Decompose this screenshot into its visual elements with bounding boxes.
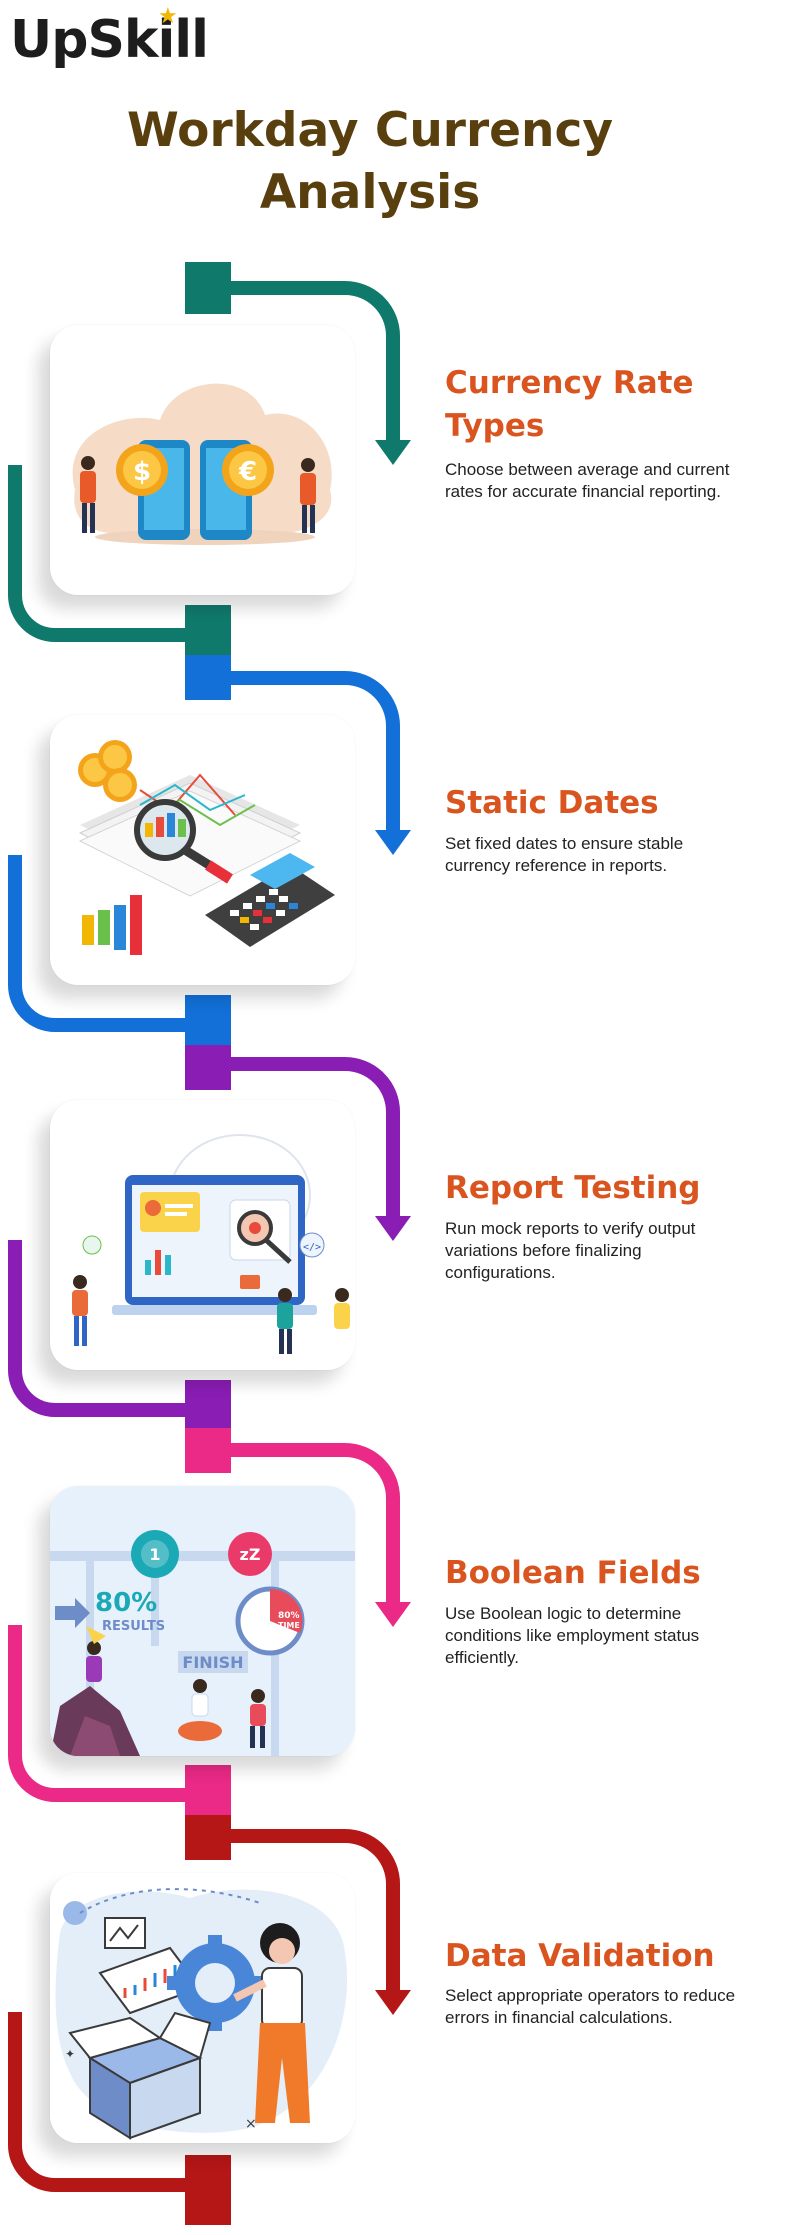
block-4-bottom bbox=[185, 1765, 231, 1815]
step-4-card: 1 zZ 80% RESULTS 80% TIME FINISH bbox=[50, 1486, 355, 1756]
report-calculator-icon bbox=[78, 740, 335, 955]
block-1-bottom bbox=[185, 605, 231, 655]
step-5-description: Select appropriate operators to reduce e… bbox=[445, 1986, 736, 2027]
step-4-description: Use Boolean logic to determine condition… bbox=[445, 1604, 700, 1667]
step-5-card: × ✦ bbox=[50, 1873, 355, 2143]
svg-text:$: $ bbox=[133, 457, 151, 487]
step-1-title: Currency Rate Types bbox=[445, 365, 694, 444]
connector-1-return bbox=[8, 465, 215, 642]
arrowhead-3 bbox=[375, 1216, 411, 1241]
arrowhead-4 bbox=[375, 1602, 411, 1627]
arrowhead-5 bbox=[375, 1990, 411, 2015]
svg-text:</>: </> bbox=[303, 1242, 321, 1253]
block-2-top bbox=[185, 655, 231, 700]
connector-4-arc bbox=[215, 1443, 400, 1602]
block-1-top bbox=[185, 262, 231, 314]
block-2-bottom bbox=[185, 995, 231, 1045]
connector-2-return bbox=[8, 855, 215, 1032]
data-analysis-icon: × ✦ bbox=[50, 1873, 355, 2143]
finish-text: FINISH bbox=[182, 1653, 243, 1672]
page-title-line-1: Workday Currency bbox=[127, 103, 613, 158]
step-3-description: Run mock reports to verify output variat… bbox=[445, 1219, 696, 1282]
connector-2-arc bbox=[215, 671, 400, 830]
sparkle-icon: ✦ bbox=[65, 2047, 75, 2061]
step-1-card: $ € bbox=[50, 325, 355, 595]
results-value: 80% bbox=[95, 1588, 157, 1618]
block-5-top bbox=[185, 1815, 231, 1860]
badge-text: 1 bbox=[149, 1545, 160, 1564]
step-3-title: Report Testing bbox=[445, 1170, 701, 1206]
connector-1-arc bbox=[215, 281, 400, 440]
step-1-description: Choose between average and current rates… bbox=[445, 460, 730, 501]
star-icon: ★ bbox=[158, 4, 178, 29]
connector-3-arc bbox=[215, 1057, 400, 1216]
time-value: 80% bbox=[278, 1611, 300, 1621]
step-4-title: Boolean Fields bbox=[445, 1555, 701, 1591]
step-2-card bbox=[50, 715, 355, 985]
results-word: RESULTS bbox=[102, 1619, 165, 1634]
block-4-top bbox=[185, 1428, 231, 1473]
progress-finish-icon: 1 zZ 80% RESULTS 80% TIME FINISH bbox=[50, 1486, 355, 1756]
step-2-description: Set fixed dates to ensure stable currenc… bbox=[445, 834, 684, 875]
block-5-bottom bbox=[185, 2155, 231, 2225]
close-mark-icon: × bbox=[245, 2116, 257, 2132]
page-title-line-2: Analysis bbox=[259, 165, 481, 220]
sleep-text: zZ bbox=[240, 1545, 261, 1564]
block-3-bottom bbox=[185, 1380, 231, 1428]
currency-exchange-icon: $ € bbox=[72, 383, 332, 545]
connector-4-return bbox=[8, 1625, 215, 1802]
arrowhead-1 bbox=[375, 440, 411, 465]
step-5-title: Data Validation bbox=[445, 1938, 715, 1974]
connector-3-return bbox=[8, 1240, 215, 1417]
connector-5-return bbox=[8, 2012, 215, 2192]
svg-text:€: € bbox=[238, 457, 257, 487]
upskill-logo: UpSkill ★ bbox=[10, 4, 209, 70]
arrowhead-2 bbox=[375, 830, 411, 855]
step-2-title: Static Dates bbox=[445, 785, 659, 821]
time-word: TIME bbox=[278, 1621, 300, 1630]
testing-dashboard-icon: </> bbox=[72, 1134, 350, 1354]
page-title: Workday Currency Analysis bbox=[100, 100, 640, 224]
connector-5-arc bbox=[215, 1829, 400, 1990]
step-3-card: </> bbox=[50, 1100, 355, 1370]
block-3-top bbox=[185, 1045, 231, 1090]
logo-text: UpSkill bbox=[10, 10, 209, 70]
